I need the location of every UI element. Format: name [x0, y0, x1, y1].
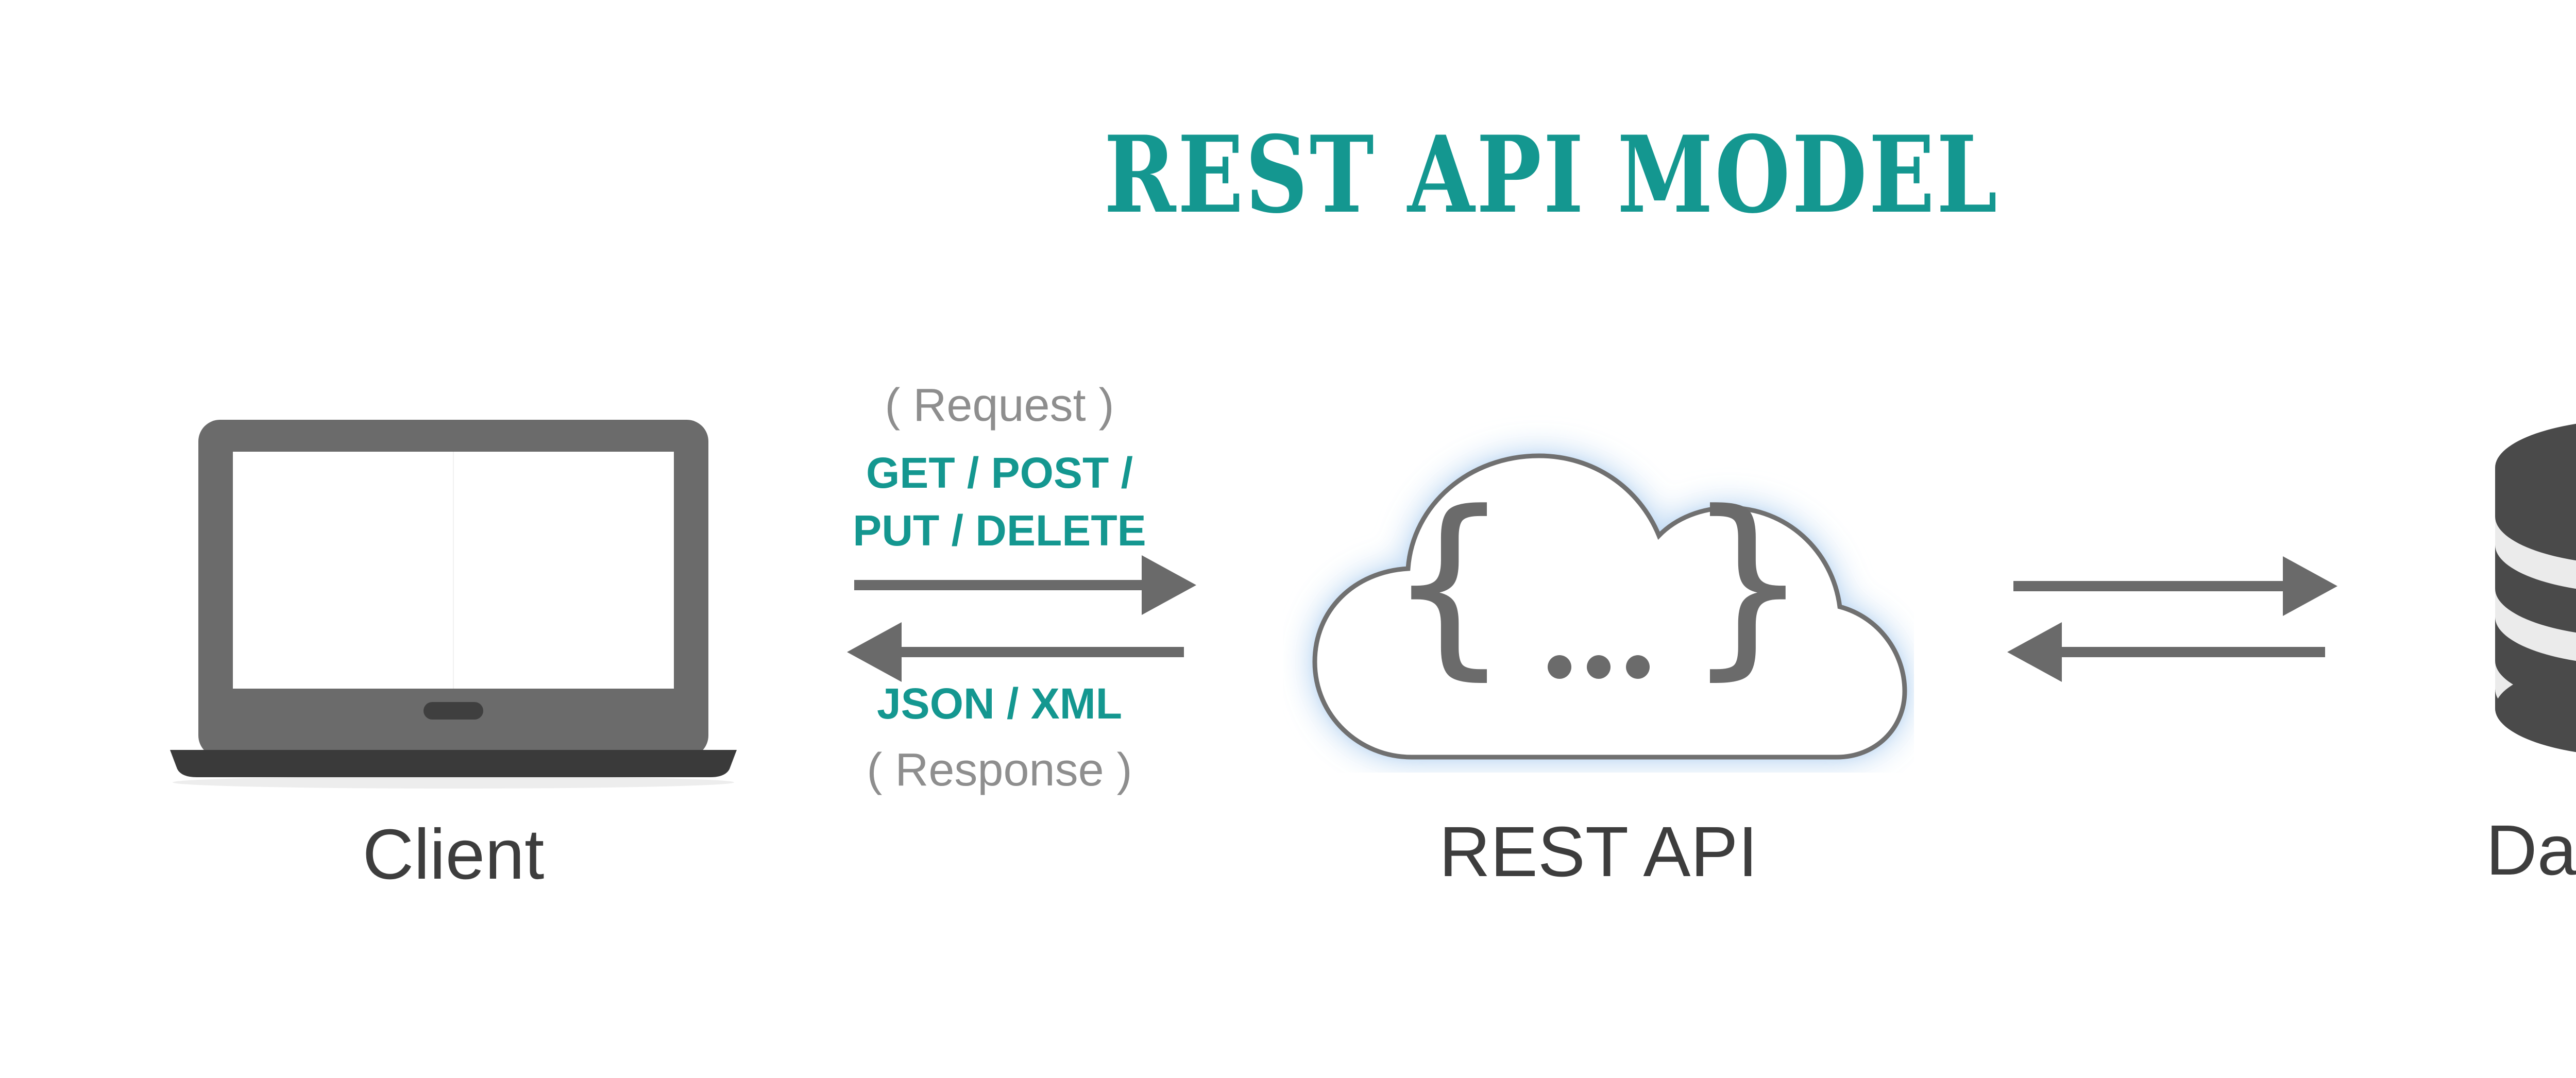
brace-right: } [1685, 469, 1810, 697]
brace-left: { [1386, 469, 1512, 697]
dot [1586, 655, 1611, 679]
rest-api-label: REST API [1439, 812, 1758, 892]
ellipsis-dots-icon [1547, 655, 1650, 679]
code-braces-icon: { } [1283, 407, 1914, 773]
client-api-arrows [847, 555, 1196, 682]
request-methods-line2: PUT / DELETE [853, 506, 1146, 555]
result-arrow-icon [2007, 622, 2325, 682]
laptop-icon [170, 420, 737, 789]
response-arrow-icon [847, 622, 1184, 682]
page-title-text: REST API MODEL [1104, 113, 1999, 237]
page-title: REST API MODEL [170, 123, 2576, 228]
request-methods-line1: GET / POST / [866, 449, 1133, 497]
query-arrow-icon [2013, 556, 2337, 616]
database-icon [2495, 423, 2576, 752]
dot [1547, 655, 1571, 679]
cloud-icon [1312, 453, 1907, 760]
client-label: Client [362, 815, 545, 894]
request-arrow-icon [854, 555, 1196, 615]
dot [1625, 655, 1650, 679]
response-formats: JSON / XML [876, 679, 1123, 728]
api-database-arrows [2007, 556, 2337, 682]
response-caption: ( Response ) [867, 744, 1132, 796]
database-label: Database [2486, 811, 2576, 890]
request-caption: ( Request ) [885, 380, 1114, 431]
